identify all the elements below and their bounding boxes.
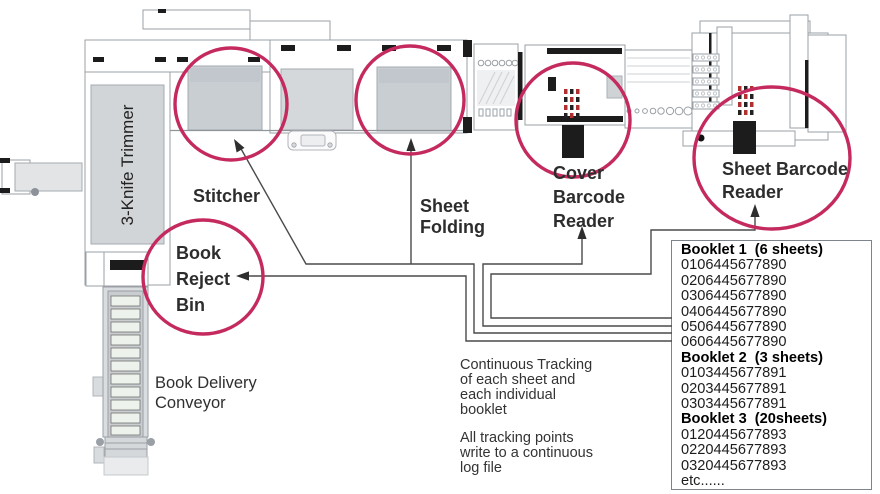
barcode-entry: 0406445677890 — [681, 303, 787, 320]
transfer-section-b — [624, 49, 693, 129]
cover-barcode-label-3: Reader — [553, 211, 614, 231]
cover-barcode-highlight-circle — [514, 61, 632, 179]
trimmer-machine: 3-Knife Trimmer — [84, 9, 331, 287]
cover-barcode-label-2: Barcode — [553, 187, 625, 207]
sheet-barcode-label-1: Sheet Barcode — [722, 159, 848, 179]
stitcher-highlight-circle — [173, 46, 289, 162]
sheet-folding-label-1: Sheet — [420, 196, 469, 216]
barcode-entry: 0303445677891 — [681, 396, 787, 413]
stitcher-label: Stitcher — [193, 186, 260, 206]
conveyor-rungs — [110, 295, 141, 436]
control-panel — [287, 130, 337, 151]
tracking-note-2: of each sheet and — [460, 372, 575, 388]
sheet-folding-highlight-circle — [354, 44, 466, 156]
tracking-wires — [234, 138, 760, 342]
booklet1-header: Booklet 1 (6 sheets) — [681, 242, 823, 258]
booklet3-header: Booklet 3 (20sheets) — [681, 411, 827, 428]
transfer-section — [473, 43, 519, 131]
barcode-entry: 0103445677891 — [681, 365, 787, 382]
feeder-trays — [692, 53, 720, 110]
tracking-note-3: each individual — [460, 387, 556, 403]
delivery-conveyor-label-1: Book Delivery — [155, 374, 258, 392]
sheet-reader-arrowhead — [750, 204, 760, 217]
booklet2-header: Booklet 2 (3 sheets) — [681, 349, 823, 366]
tracking-note-1: Continuous Tracking — [460, 357, 592, 373]
barcode-entry: 0220445677893 — [681, 442, 787, 459]
feeder-cart — [0, 158, 83, 196]
barcode-entry: 0320445677893 — [681, 457, 787, 474]
book-delivery-conveyor-part — [92, 286, 155, 476]
sheet-folding-label-2: Folding — [420, 217, 485, 237]
barcode-entry: 0306445677890 — [681, 288, 787, 305]
reject-bin-arrowhead — [236, 271, 249, 281]
logfile-note-2: write to a continuous — [459, 445, 593, 461]
booklet-log-box: Booklet 1 (6 sheets) 0106445677890 02064… — [671, 240, 872, 490]
barcode-entry: 0606445677890 — [681, 334, 787, 351]
sheet-barcode-label-2: Reader — [722, 182, 783, 202]
book-reject-highlight-circle — [141, 218, 265, 336]
stitcher-arrowhead — [234, 139, 245, 153]
stitcher-folding-machine — [170, 39, 472, 151]
barcode-entry: 0203445677891 — [681, 380, 787, 397]
trimmer-label: 3-Knife Trimmer — [118, 104, 137, 225]
highlight-circles — [141, 44, 852, 336]
cover-barcode-marks — [564, 89, 580, 118]
cover-barcode-label-1: Cover — [553, 163, 604, 183]
book-reject-label-1: Book — [176, 243, 222, 263]
barcode-entry: 0106445677890 — [681, 257, 787, 274]
cover-barcode-station — [518, 44, 626, 158]
sheet-feeder-machine — [682, 14, 847, 154]
barcode-entry: 0206445677890 — [681, 272, 787, 289]
sheet-barcode-reader-device — [733, 121, 756, 154]
logfile-note-1: All tracking points — [460, 430, 574, 446]
logfile-note-3: log file — [460, 460, 502, 476]
tracking-note-4: booklet — [460, 402, 507, 418]
sheet-barcode-highlight-circle — [692, 85, 852, 231]
etc-entry: etc...... — [681, 473, 725, 490]
cover-reader-arrowhead — [577, 226, 587, 239]
book-reject-label-2: Reject — [176, 269, 230, 289]
barcode-entry: 0506445677890 — [681, 319, 787, 336]
cover-barcode-reader-device — [562, 125, 584, 158]
barcode-entry: 0120445677893 — [681, 426, 787, 443]
delivery-conveyor-label-2: Conveyor — [155, 394, 226, 412]
book-reject-label-3: Bin — [176, 295, 205, 315]
sheet-folding-arrowhead — [406, 138, 416, 151]
